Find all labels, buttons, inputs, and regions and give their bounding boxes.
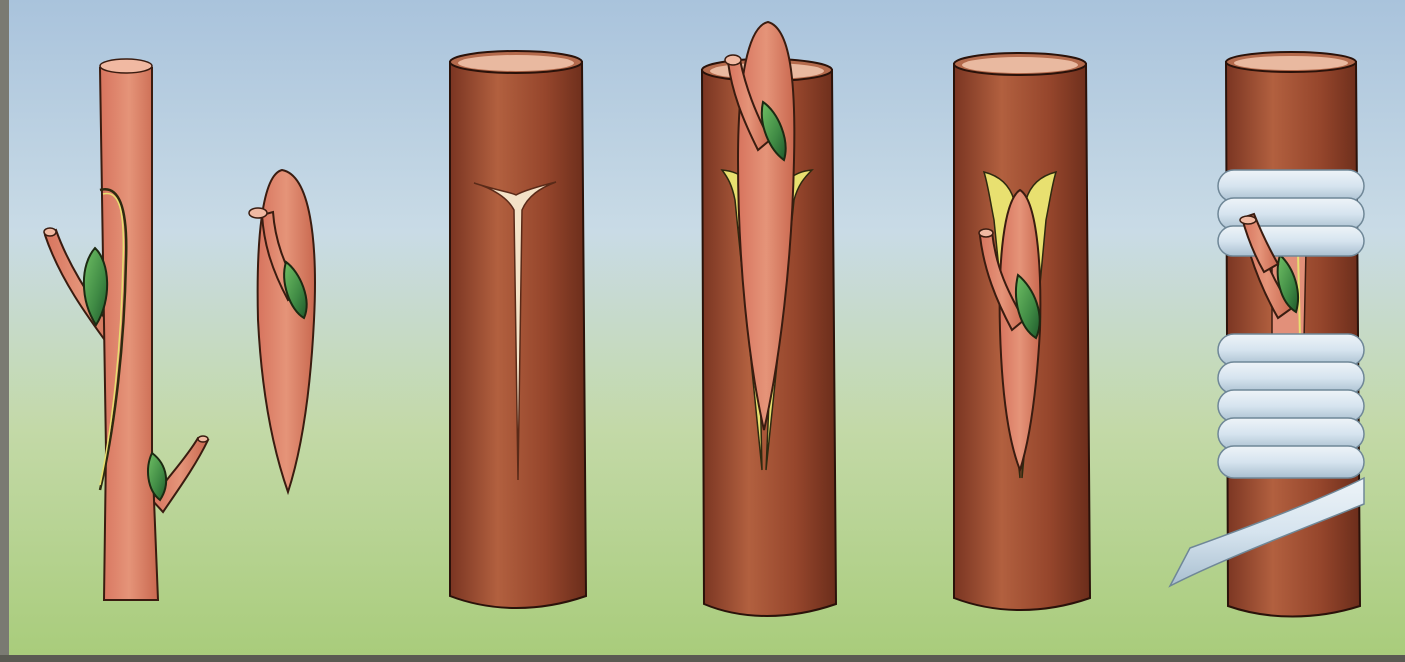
left-border: [0, 0, 9, 662]
step-inserted-bud: [954, 53, 1090, 610]
step-shield-insertion: [702, 22, 836, 616]
tape-wrap-upper: [1218, 170, 1364, 256]
step-t-cut-rootstock: [450, 51, 586, 608]
bottom-border: [0, 655, 1405, 662]
